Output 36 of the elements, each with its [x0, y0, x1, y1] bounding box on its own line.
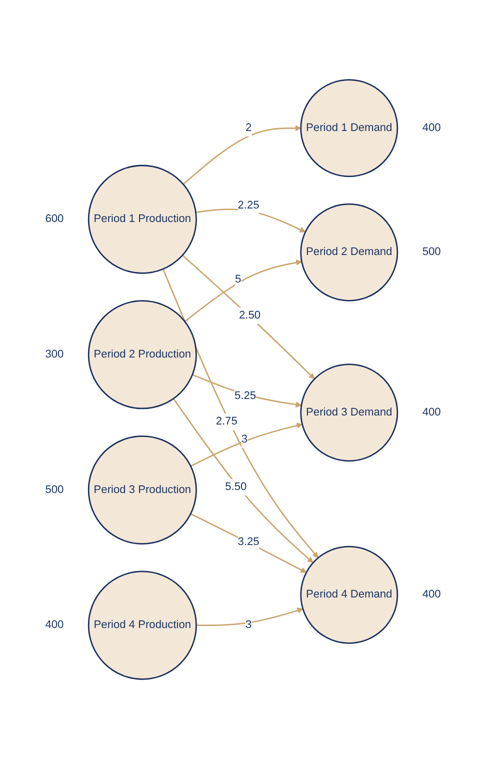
node-label: 500	[45, 484, 64, 496]
node-circle: Period 1 Demand	[300, 79, 398, 178]
node-label: 400	[422, 588, 441, 600]
arrow	[162, 268, 318, 558]
arrow	[182, 254, 315, 380]
node-circle: Period 2 Production	[88, 300, 197, 410]
node-label: 600	[45, 213, 64, 225]
node-circle: Period 4 Demand	[300, 546, 398, 644]
node-label: 400	[45, 619, 64, 631]
edge-label: 5.50	[225, 481, 247, 493]
arrow	[192, 374, 302, 408]
node-circle: Period 2 Demand	[300, 203, 398, 302]
node-label: 400	[422, 122, 441, 134]
edge-label: 2.75	[216, 416, 238, 428]
node-label: 300	[45, 348, 64, 360]
edge-label: 3	[241, 433, 248, 446]
arrow	[190, 422, 303, 467]
edge-label: 2.25	[238, 199, 260, 212]
arrow	[196, 208, 306, 232]
edge-label: 2.50	[239, 310, 261, 322]
arrow	[190, 513, 307, 573]
edge-label: 5.25	[234, 390, 256, 402]
arrow	[196, 608, 304, 626]
edge-label: 3	[245, 619, 252, 631]
node-circle: Period 3 Production	[88, 435, 197, 544]
node-label: 500	[422, 246, 441, 258]
arrow	[182, 125, 302, 185]
edge-label: 2	[245, 122, 252, 134]
edge-label: 5	[234, 274, 242, 286]
node-circle: Period 1 Production	[88, 164, 197, 274]
node-circle: Period 3 Demand	[300, 364, 398, 462]
edge-label: 3.25	[238, 536, 260, 548]
node-label: 400	[422, 406, 441, 418]
arrow	[184, 260, 302, 322]
arrow	[172, 398, 314, 564]
node-circle: Period 4 Production	[88, 570, 197, 680]
